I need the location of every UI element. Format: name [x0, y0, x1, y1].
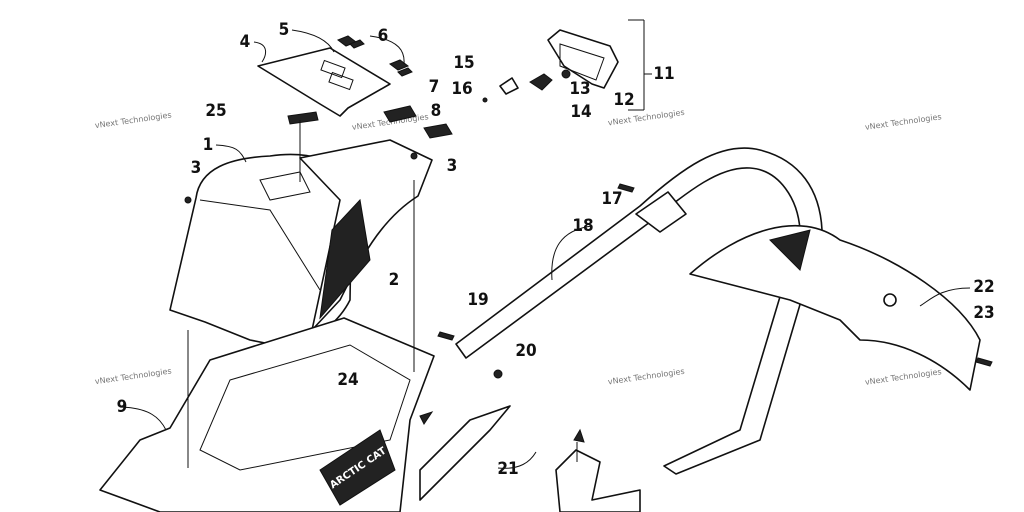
watermark: vNext Technologies — [607, 367, 685, 387]
callout-7: 7 — [429, 77, 440, 97]
callout-16: 16 — [451, 79, 472, 99]
part-21-bracket — [419, 405, 641, 512]
callout-4: 4 — [240, 32, 251, 52]
callout-15: 15 — [453, 53, 474, 73]
part-9-tray: ARCTIC CAT — [99, 317, 435, 512]
watermark: vNext Technologies — [94, 366, 172, 386]
callout-1: 1 — [203, 135, 214, 155]
watermark: vNext Technologies — [607, 108, 685, 128]
part-18-grab-bar — [455, 147, 823, 475]
callout-12: 12 — [613, 90, 634, 110]
callout-3: 3 — [191, 158, 202, 178]
callout-20: 20 — [515, 341, 536, 361]
taillight-assembly — [482, 19, 652, 111]
callout-17: 17 — [601, 189, 622, 209]
callout-11: 11 — [653, 64, 674, 84]
part-6-clips — [336, 35, 413, 77]
callouts: 4 5 6 7 8 25 1 3 3 2 9 24 15 16 13 14 12… — [117, 20, 995, 479]
decals — [287, 105, 453, 139]
part-4-plate — [257, 47, 391, 117]
callout-8: 8 — [431, 101, 442, 121]
callout-3: 3 — [447, 156, 458, 176]
callout-2: 2 — [389, 270, 400, 290]
callout-21: 21 — [497, 459, 518, 479]
callout-25: 25 — [205, 101, 226, 121]
callout-22: 22 — [973, 277, 994, 297]
part-2-tail — [299, 139, 433, 331]
callout-13: 13 — [569, 79, 590, 99]
callout-23: 23 — [973, 303, 994, 323]
watermark: vNext Technologies — [94, 110, 172, 130]
callout-6: 6 — [378, 26, 389, 46]
callout-5: 5 — [279, 20, 290, 40]
callout-18: 18 — [572, 216, 593, 236]
leader-lines — [119, 29, 971, 469]
watermark: vNext Technologies — [864, 367, 942, 387]
fasteners — [184, 152, 993, 379]
callout-14: 14 — [570, 102, 591, 122]
callout-19: 19 — [467, 290, 488, 310]
watermark: vNext Technologies — [864, 112, 942, 132]
part-22-flap — [689, 225, 981, 391]
callout-9: 9 — [117, 397, 128, 417]
callout-24: 24 — [337, 370, 358, 390]
